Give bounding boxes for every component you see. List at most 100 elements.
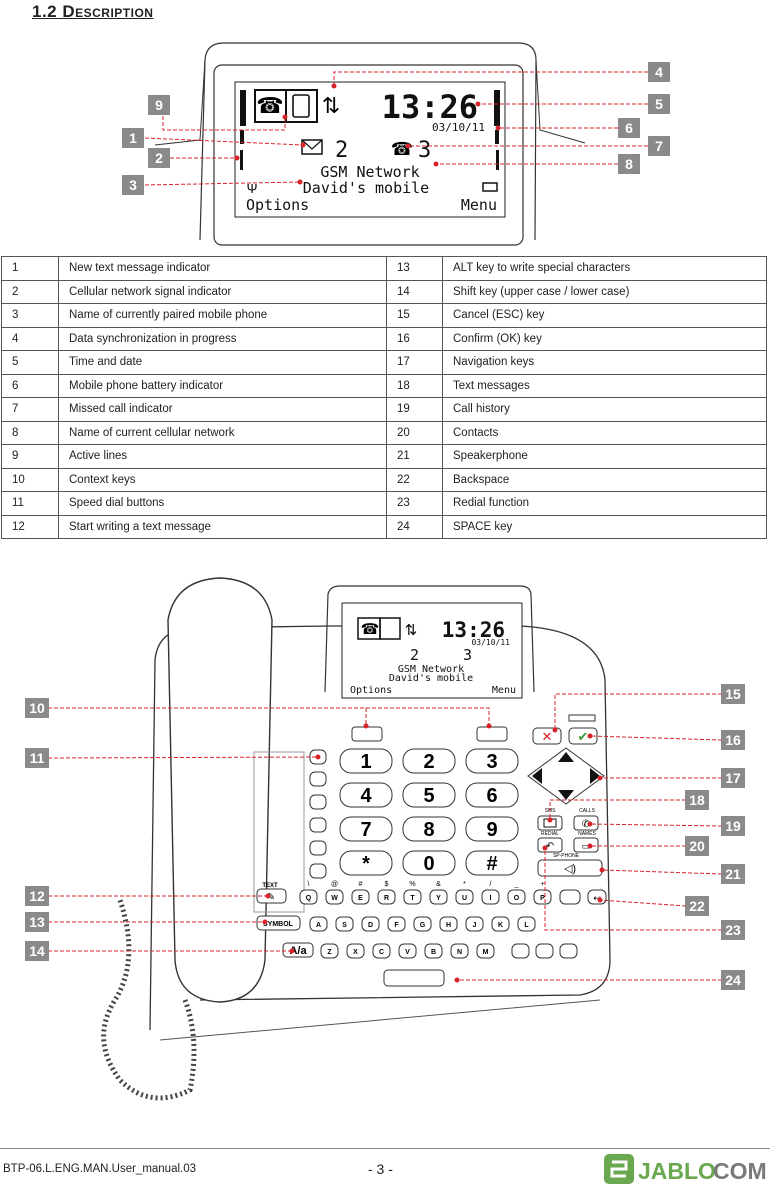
callout-5: 5: [648, 94, 670, 114]
letter-key-label: T: [410, 895, 415, 902]
letter-key[interactable]: [335, 916, 354, 932]
letter-key[interactable]: [346, 943, 365, 959]
callout-20: 20: [685, 836, 709, 856]
letter-key[interactable]: [398, 943, 417, 959]
keypad-key[interactable]: [465, 850, 519, 876]
confirm-key[interactable]: [568, 727, 598, 745]
svg-text:15: 15: [725, 686, 741, 702]
letter-key[interactable]: [455, 889, 474, 905]
callout-23: 23: [721, 920, 745, 940]
context-key-right[interactable]: [476, 726, 508, 742]
svg-text:☎: ☎: [361, 621, 380, 638]
svg-text:8: 8: [625, 156, 633, 172]
letter-key[interactable]: [309, 916, 328, 932]
signal-icon: Ψ: [247, 181, 258, 196]
svg-text:CALLS: CALLS: [579, 808, 596, 814]
keypad-key[interactable]: [402, 782, 456, 808]
keypad-key[interactable]: [339, 816, 393, 842]
keypad-key-label: 3: [486, 751, 497, 773]
letter-key[interactable]: [439, 916, 458, 932]
letter-key[interactable]: [481, 889, 500, 905]
table-cell-n1: 3: [1, 303, 59, 328]
keypad-key[interactable]: [402, 816, 456, 842]
symbol-key[interactable]: [256, 915, 301, 931]
calls-key[interactable]: [573, 815, 599, 831]
letter-key[interactable]: [320, 943, 339, 959]
svg-text:1: 1: [129, 130, 137, 146]
svg-text:14: 14: [29, 943, 45, 959]
phone-figure: ☎ ⇅ 13:26 03/10/11 2 3 GSM Network David…: [25, 577, 745, 1101]
handset[interactable]: [167, 577, 273, 1003]
letter-key[interactable]: [361, 916, 380, 932]
text-key[interactable]: [256, 888, 287, 904]
redial-icon: ↶: [546, 841, 554, 852]
letter-key[interactable]: [465, 916, 484, 932]
letter-key[interactable]: [377, 889, 396, 905]
letter-key[interactable]: [507, 889, 526, 905]
keypad-key[interactable]: [339, 748, 393, 774]
keypad-key[interactable]: [402, 850, 456, 876]
keypad-key[interactable]: [465, 748, 519, 774]
section-heading: 1.2 Description: [32, 2, 154, 21]
letter-key[interactable]: [403, 889, 422, 905]
letter-key-label: X: [353, 949, 358, 956]
letter-key[interactable]: [299, 889, 318, 905]
table-cell-t2: Cancel (ESC) key: [442, 303, 767, 328]
shift-key[interactable]: [282, 942, 314, 958]
keypad-key-label: 7: [360, 819, 371, 841]
letter-key[interactable]: [387, 916, 406, 932]
keypad-key-label: 8: [423, 819, 434, 841]
table-cell-n1: 6: [1, 373, 59, 398]
svg-text:4: 4: [655, 64, 663, 80]
letter-key[interactable]: [491, 916, 510, 932]
table-cell-t1: Time and date: [58, 350, 387, 375]
keypad-key[interactable]: [402, 748, 456, 774]
speed-dial-buttons[interactable]: [309, 749, 327, 879]
letter-key-label: O: [514, 895, 520, 902]
context-key-left[interactable]: [351, 726, 383, 742]
letter-key[interactable]: [325, 889, 344, 905]
space-key[interactable]: [383, 969, 445, 987]
letter-key[interactable]: [476, 943, 495, 959]
letter-key[interactable]: [413, 916, 432, 932]
letter-key[interactable]: [517, 916, 536, 932]
table-cell-n2: 21: [386, 444, 443, 469]
svg-text:9: 9: [155, 97, 163, 113]
letter-key-label: I: [490, 895, 492, 902]
svg-text:20: 20: [689, 838, 705, 854]
letter-key[interactable]: [429, 889, 448, 905]
table-cell-t2: Text messages: [442, 373, 767, 398]
keypad-key-label: #: [486, 853, 497, 875]
table-cell-t2: Call history: [442, 397, 767, 422]
callout-19: 19: [721, 816, 745, 836]
speaker-icon: ◁): [564, 863, 576, 875]
callout-1: 1: [122, 128, 144, 148]
callout-11: 11: [25, 748, 49, 768]
svg-text:12: 12: [29, 888, 45, 904]
keypad-key[interactable]: [339, 782, 393, 808]
keypad-key[interactable]: [339, 850, 393, 876]
navigation-keys[interactable]: [527, 747, 605, 805]
keypad-key[interactable]: [465, 782, 519, 808]
keypad-key-label: 5: [423, 785, 434, 807]
table-cell-t2: Contacts: [442, 420, 767, 445]
paren-key[interactable]: [559, 889, 581, 905]
names-key[interactable]: [573, 837, 599, 853]
letter-key-label: H: [446, 922, 451, 929]
callout-21: 21: [721, 864, 745, 884]
svg-text:REDIAL: REDIAL: [541, 831, 559, 837]
letter-key[interactable]: [351, 889, 370, 905]
letter-key[interactable]: [424, 943, 443, 959]
table-cell-n2: 16: [386, 326, 443, 351]
letter-key[interactable]: [533, 889, 552, 905]
letter-key[interactable]: [450, 943, 469, 959]
keypad-key[interactable]: [465, 816, 519, 842]
letter-key[interactable]: [372, 943, 391, 959]
letter-key-label: J: [473, 922, 477, 929]
callout-4: 4: [648, 62, 670, 82]
backspace-icon: ↤: [593, 893, 601, 903]
